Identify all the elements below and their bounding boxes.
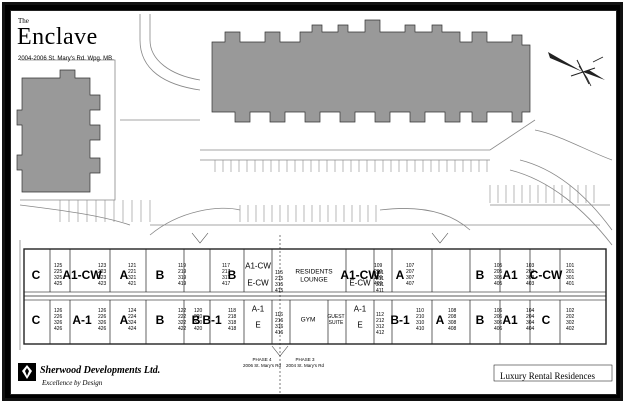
north-arrow-icon [548, 52, 605, 87]
top-building [211, 19, 531, 123]
unit-type-ecw-left: E-CW [247, 278, 269, 288]
title-small: The [18, 17, 29, 25]
phase-4-address: 2006 St. Mary's Rd [242, 362, 282, 368]
tagline: Luxury Rental Residences [500, 371, 595, 381]
bottom-unit-type-3: B [155, 313, 165, 327]
top-unit-type-10: C-CW [529, 268, 563, 282]
bottom-unit-type-7: B-1 [390, 313, 410, 327]
unit-type-a1-right: A-1 [353, 304, 367, 314]
bottom-unit-type-1: A-1 [72, 313, 92, 327]
top-unit-type-9: A1 [502, 268, 518, 282]
bottom-unit-type-10: A1 [502, 313, 518, 327]
left-building [16, 69, 101, 193]
bottom-unit-type-4: B [191, 313, 201, 327]
top-unit-type-7: A [395, 268, 405, 282]
phase-4-title: PHASE 4 [252, 357, 272, 362]
top-unit-type-1: A1-CW [62, 268, 102, 282]
unit-type-e-left: E [255, 320, 261, 330]
bottom-unit-type-9: B [475, 313, 485, 327]
developer-slogan: Excellence by Design [42, 379, 103, 387]
top-unit-type-6: A1-CW [340, 268, 380, 282]
unit-type-a1-left: A-1 [251, 304, 265, 314]
tagline-box [493, 364, 613, 382]
address: 2004-2006 St. Mary's Rd. Wpg. MB. [18, 56, 114, 62]
phase-3-label: PHASE 3 2004 St. Mary's Rd [286, 357, 324, 368]
bottom-unit-type-5: B-1 [202, 313, 222, 327]
top-unit-type-4: B [227, 268, 237, 282]
page-title: Enclave [17, 24, 98, 50]
developer-name: Sherwood Developments Ltd. [40, 365, 161, 376]
phase-3-title: PHASE 3 [295, 357, 315, 362]
phase-4-label: PHASE 4 2006 St. Mary's Rd [243, 357, 281, 368]
bottom-unit-type-0: C [31, 313, 41, 327]
phase-3-address: 2004 St. Mary's Rd [285, 362, 325, 368]
bottom-unit-type-2: A [119, 313, 129, 327]
top-unit-type-3: B [155, 268, 165, 282]
top-unit-type-8: B [475, 268, 485, 282]
top-unit-type-0: C [31, 268, 41, 282]
gym-label: GYM [300, 316, 316, 324]
bottom-unit-type-11: C [541, 313, 551, 327]
developer-logo-icon [18, 363, 36, 381]
unit-type-e-right: E [357, 320, 363, 330]
unit-type-ecw-right: E-CW [349, 278, 371, 288]
top-unit-type-2: A [119, 268, 129, 282]
lower-building [23, 248, 607, 345]
unit-type-a1cw-mid: A1-CW [245, 261, 271, 271]
bottom-unit-type-8: A [435, 313, 445, 327]
